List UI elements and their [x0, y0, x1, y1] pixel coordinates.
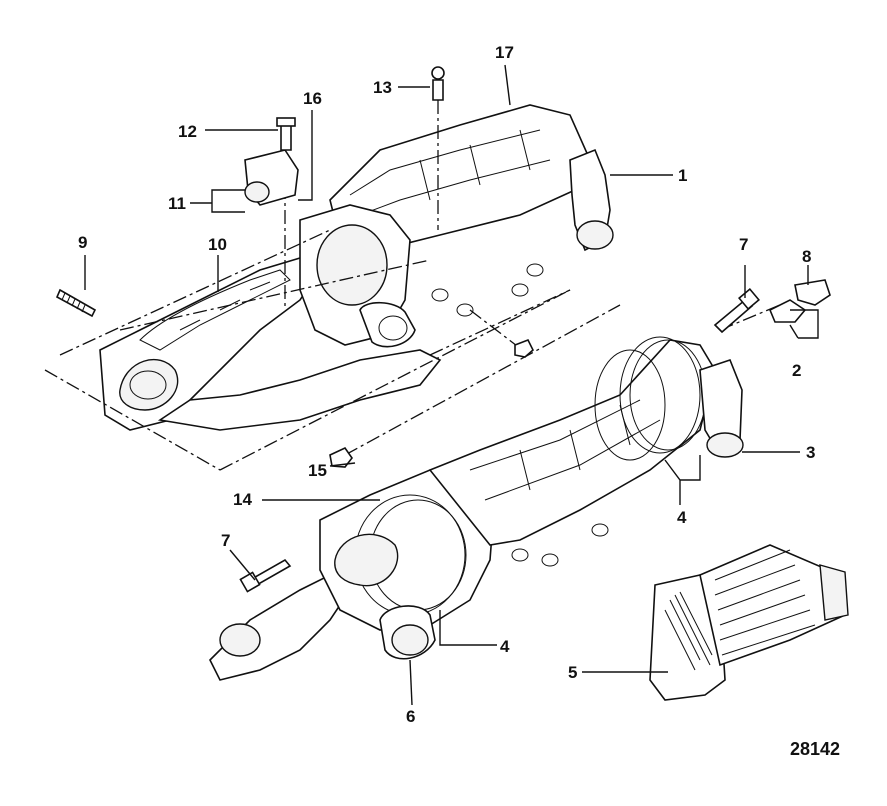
callout-7-upper: 7 — [739, 235, 749, 254]
leader-lines — [84, 64, 819, 706]
callout-11: 11 — [168, 194, 186, 213]
upper-manifold-assembly — [99, 104, 614, 431]
callout-4-lower: 4 — [500, 637, 510, 656]
callout-3: 3 — [806, 443, 816, 462]
callout-16: 16 — [303, 89, 322, 108]
callout-7-lower: 7 — [221, 531, 231, 550]
callout-4-upper: 4 — [677, 508, 687, 527]
cooler-core — [649, 544, 849, 701]
callout-6: 6 — [406, 707, 416, 726]
callout-17: 17 — [495, 43, 514, 62]
callout-2: 2 — [792, 361, 802, 380]
callout-15: 15 — [308, 461, 327, 480]
callout-5: 5 — [568, 663, 578, 682]
callout-13: 13 — [373, 78, 392, 97]
callout-14: 14 — [233, 490, 252, 509]
lower-manifold-assembly — [209, 336, 744, 681]
callout-10: 10 — [208, 235, 227, 254]
figure-reference-number: 28142 — [790, 739, 841, 759]
hardware — [55, 66, 831, 593]
callout-8: 8 — [802, 247, 812, 266]
callout-12: 12 — [178, 122, 197, 141]
callout-9: 9 — [78, 233, 88, 252]
callout-1: 1 — [678, 166, 688, 185]
